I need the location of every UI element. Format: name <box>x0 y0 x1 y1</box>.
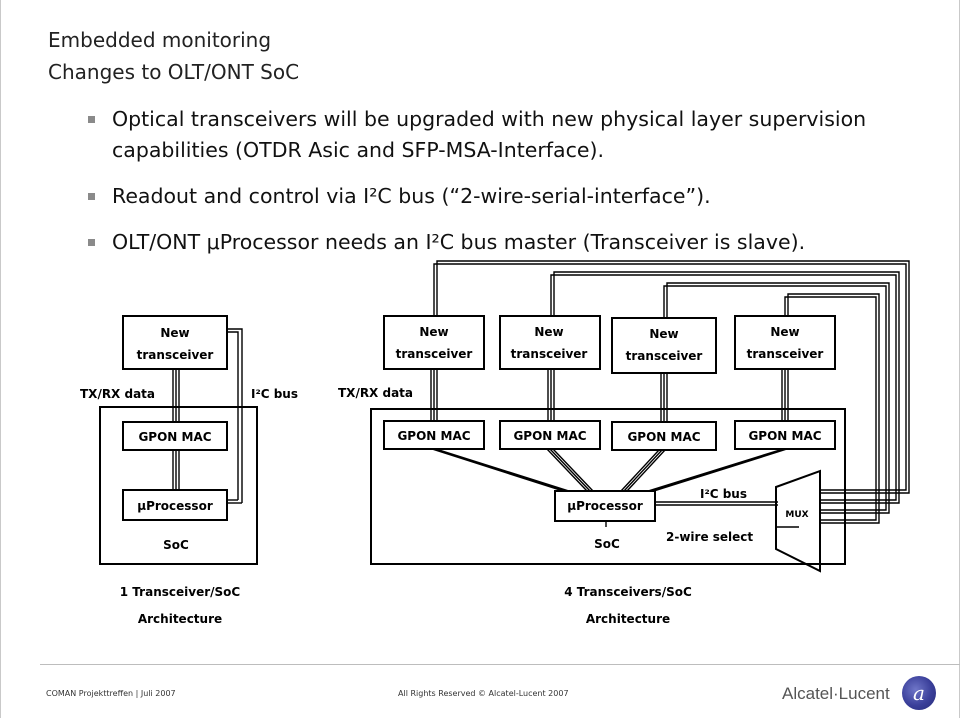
processor-mux-i2c-link <box>655 501 778 506</box>
right-transceiver-4 <box>734 315 836 370</box>
right-transceiver-3-label-2: transceiver <box>626 349 703 363</box>
right-caption-line-1: 4 Transceivers/SoC <box>564 585 692 599</box>
right-transceiver-1-label-2: transceiver <box>396 347 473 361</box>
right-transceiver-1-label-1: New <box>419 325 448 339</box>
left-soc-label: SoC <box>163 538 189 552</box>
right-transceiver-2-label-2: transceiver <box>511 347 588 361</box>
right-soc-label: SoC <box>594 537 620 551</box>
left-gpon-mac-label: GPON MAC <box>138 430 211 444</box>
right-gpon-mac-2-label: GPON MAC <box>513 429 586 443</box>
left-transceiver-label-2: transceiver <box>137 348 214 362</box>
right-processor-box <box>554 490 656 522</box>
right-mac-processor-links <box>431 448 788 492</box>
bullet-marker-icon <box>88 193 95 200</box>
logo-a-icon: a <box>902 676 936 710</box>
left-processor-label: μProcessor <box>137 499 213 513</box>
right-caption-line-2: Architecture <box>586 612 670 626</box>
left-gpon-mac-box <box>122 421 228 451</box>
slide-title: Embedded monitoring Changes to OLT/ONT S… <box>48 24 299 88</box>
right-transceiver-4-label-2: transceiver <box>747 347 824 361</box>
bullet-item: Readout and control via I²C bus (“2-wire… <box>86 181 926 212</box>
left-caption-line-1: 1 Transceiver/SoC <box>120 585 241 599</box>
bullet-text: Readout and control via I²C bus (“2-wire… <box>112 184 711 208</box>
logo-text: Alcatel·Lucent <box>782 684 890 703</box>
right-gpon-mac-1-label: GPON MAC <box>397 429 470 443</box>
right-transceiver-2-label-1: New <box>534 325 563 339</box>
bullet-item: OLT/ONT μProcessor needs an I²C bus mast… <box>86 227 926 258</box>
left-txrx-label: TX/RX data <box>80 387 155 401</box>
right-transceiver-1 <box>383 315 485 370</box>
right-soc-box <box>370 408 846 565</box>
title-line-2: Changes to OLT/ONT SoC <box>48 60 300 84</box>
bullet-text: OLT/ONT μProcessor needs an I²C bus mast… <box>112 230 806 254</box>
right-transceiver-3-label-1: New <box>649 327 678 341</box>
left-transceiver-box <box>122 315 228 370</box>
left-transceiver-label-1: New <box>160 326 189 340</box>
mux-label: MUX <box>785 510 808 520</box>
left-i2c-label: I²C bus <box>251 387 298 401</box>
right-txrx-label: TX/RX data <box>338 386 413 400</box>
bullet-marker-icon <box>88 239 95 246</box>
right-gpon-mac-3-label: GPON MAC <box>627 430 700 444</box>
footer-meeting: COMAN Projekttreffen | Juli 2007 <box>46 689 176 698</box>
footer-copyright: All Rights Reserved © Alcatel-Lucent 200… <box>398 689 569 698</box>
mux-transceiver-i2c-links <box>433 260 910 524</box>
left-caption-line-2: Architecture <box>138 612 222 626</box>
right-processor-label: μProcessor <box>567 499 643 513</box>
left-processor-box <box>122 489 228 521</box>
left-i2c-link <box>227 328 243 504</box>
left-mac-processor-link <box>172 450 180 490</box>
title-line-1: Embedded monitoring <box>48 28 272 52</box>
footer-divider <box>40 664 960 665</box>
right-i2c-label: I²C bus <box>700 487 747 501</box>
right-gpon-mac-4-label: GPON MAC <box>748 429 821 443</box>
right-transceiver-4-label-1: New <box>770 325 799 339</box>
bullet-marker-icon <box>88 116 95 123</box>
right-select-label: 2-wire select <box>666 530 753 544</box>
bullet-text: Optical transceivers will be upgraded wi… <box>112 107 867 162</box>
bullet-list: Optical transceivers will be upgraded wi… <box>86 104 926 273</box>
mux-select-link <box>605 521 799 528</box>
bullet-item: Optical transceivers will be upgraded wi… <box>86 104 926 166</box>
right-transceiver-2 <box>499 315 601 370</box>
right-txrx-links <box>430 369 789 422</box>
mux-block <box>775 469 821 573</box>
left-txrx-link <box>172 369 180 422</box>
